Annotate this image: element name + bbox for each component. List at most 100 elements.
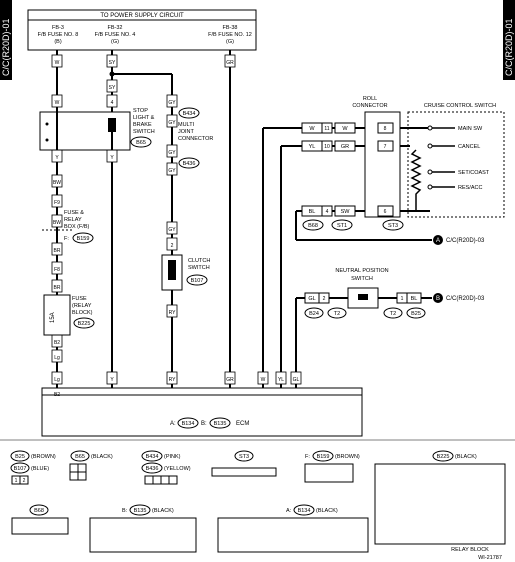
svg-text:BL: BL — [309, 209, 316, 215]
svg-text:(BROWN): (BROWN) — [335, 454, 360, 460]
svg-text:A:: A: — [286, 508, 292, 514]
svg-text:WI-21787: WI-21787 — [478, 555, 502, 561]
svg-text:W: W — [309, 126, 315, 132]
svg-text:BLOCK): BLOCK) — [72, 310, 93, 316]
svg-text:BW: BW — [53, 220, 61, 226]
svg-text:B107: B107 — [14, 466, 27, 472]
svg-text:B135: B135 — [214, 421, 227, 427]
svg-text:RY: RY — [169, 310, 177, 316]
svg-text:ST3: ST3 — [388, 223, 398, 229]
svg-text:CRUISE CONTROL SWITCH: CRUISE CONTROL SWITCH — [424, 103, 496, 109]
svg-text:10: 10 — [324, 144, 330, 150]
svg-text:CANCEL: CANCEL — [458, 144, 480, 150]
svg-text:C/C(R20D)-03: C/C(R20D)-03 — [446, 296, 485, 302]
svg-text:Lg: Lg — [54, 377, 60, 383]
legend: B25 (BROWN) B107 (BLUE) 1 2 B65 (BLACK) … — [10, 450, 506, 561]
svg-text:RELAY: RELAY — [64, 217, 82, 223]
svg-text:1: 1 — [401, 296, 404, 302]
svg-text:B225: B225 — [437, 454, 450, 460]
svg-text:(G): (G) — [111, 39, 119, 45]
col-connectors — [51, 54, 302, 385]
svg-text:(BROWN): (BROWN) — [31, 454, 56, 460]
svg-text:W: W — [261, 377, 266, 383]
svg-text:BRAKE: BRAKE — [133, 122, 152, 128]
svg-text:B25: B25 — [15, 454, 25, 460]
svg-text:F/B FUSE NO. 4: F/B FUSE NO. 4 — [95, 32, 136, 38]
svg-text:ROLL: ROLL — [363, 96, 377, 102]
svg-text:FUSE &: FUSE & — [64, 210, 84, 216]
ecm: A: B134 B: B135 ECM B2 W YL GL — [41, 377, 363, 437]
svg-text:W: W — [342, 126, 348, 132]
svg-text:SY: SY — [109, 60, 116, 66]
svg-text:B68: B68 — [34, 508, 44, 514]
svg-text:(BLACK): (BLACK) — [91, 454, 113, 460]
svg-text:CLUTCH: CLUTCH — [188, 258, 210, 264]
ref-a: A C/C(R20D)-03 — [433, 235, 485, 245]
svg-text:2: 2 — [171, 243, 174, 249]
svg-text:W: W — [55, 60, 60, 66]
svg-text:GY: GY — [168, 120, 176, 126]
svg-text:MAIN SW: MAIN SW — [458, 126, 483, 132]
svg-text:GR: GR — [226, 60, 234, 66]
svg-text:(YELLOW): (YELLOW) — [164, 466, 191, 472]
svg-text:6: 6 — [384, 209, 387, 215]
svg-text:ST3: ST3 — [239, 454, 249, 460]
svg-text:FB-32: FB-32 — [108, 25, 123, 31]
svg-text:GR: GR — [341, 144, 349, 150]
fuse-relay-box: FUSE & RELAY BOX (F/B) F: B159 — [42, 210, 94, 244]
svg-text:FB-38: FB-38 — [223, 25, 238, 31]
svg-text:RELAY BLOCK: RELAY BLOCK — [451, 547, 489, 553]
svg-text:F8: F8 — [54, 267, 60, 273]
svg-text:F/B FUSE NO. 12: F/B FUSE NO. 12 — [208, 32, 252, 38]
svg-text:B135: B135 — [134, 508, 147, 514]
svg-text:4: 4 — [111, 100, 114, 106]
svg-text:MULTI: MULTI — [178, 122, 195, 128]
svg-text:SWITCH: SWITCH — [133, 129, 155, 135]
svg-text:(PINK): (PINK) — [164, 454, 181, 460]
roll-connector: ROLL CONNECTOR W YL BL 11 10 4 W GR SW B… — [301, 96, 388, 231]
svg-text:F9: F9 — [54, 200, 60, 206]
svg-text:(BLACK): (BLACK) — [316, 508, 338, 514]
svg-text:BOX (F/B): BOX (F/B) — [64, 224, 90, 230]
svg-text:B: B — [436, 296, 440, 302]
svg-text:(BLUE): (BLUE) — [31, 466, 49, 472]
svg-text:Lg: Lg — [54, 355, 60, 361]
svg-text:SW: SW — [341, 209, 351, 215]
svg-text:NEUTRAL POSITION: NEUTRAL POSITION — [335, 268, 388, 274]
svg-text:Y: Y — [110, 377, 114, 383]
power-supply-box: TO POWER SUPPLY CIRCUIT FB-3 F/B FUSE NO… — [27, 9, 257, 51]
svg-text:LIGHT &: LIGHT & — [133, 115, 155, 121]
svg-text:4: 4 — [326, 209, 329, 215]
fuse-relay-block: 15A FUSE (RELAY BLOCK) B225 — [43, 294, 95, 336]
svg-text:GL: GL — [308, 296, 315, 302]
left-side-tag: C/C(R20D)-01 — [0, 0, 12, 80]
svg-text:B436: B436 — [146, 466, 159, 472]
svg-text:GY: GY — [168, 150, 176, 156]
svg-text:BW: BW — [53, 180, 61, 186]
svg-text:(G): (G) — [226, 39, 234, 45]
svg-text:SY: SY — [109, 85, 116, 91]
svg-text:BL: BL — [411, 296, 418, 302]
svg-text:SWITCH: SWITCH — [188, 265, 210, 271]
svg-text:C/C(R20D)-01: C/C(R20D)-01 — [504, 18, 514, 76]
svg-text:RY: RY — [169, 377, 177, 383]
power-supply-title: TO POWER SUPPLY CIRCUIT — [100, 13, 184, 19]
svg-text:YL: YL — [278, 377, 284, 383]
svg-text:8: 8 — [384, 126, 387, 132]
svg-text:(B): (B) — [54, 39, 62, 45]
svg-text:B436: B436 — [183, 161, 196, 167]
svg-text:ST1: ST1 — [337, 223, 347, 229]
svg-text:B225: B225 — [78, 321, 91, 327]
svg-text:GY: GY — [168, 100, 176, 106]
svg-text:FUSE: FUSE — [72, 296, 87, 302]
clutch-switch: CLUTCH SWITCH B107 — [161, 254, 210, 291]
svg-text:CONNECTOR: CONNECTOR — [178, 136, 213, 142]
cruise-control-switch: CRUISE CONTROL SWITCH 8 7 6 MAIN SW CANC… — [364, 103, 505, 231]
svg-text:A:: A: — [170, 421, 176, 427]
svg-text:(RELAY: (RELAY — [72, 303, 92, 309]
svg-text:FB-3: FB-3 — [52, 25, 64, 31]
svg-text:B68: B68 — [308, 223, 318, 229]
right-side-tag: C/C(R20D)-01 — [503, 0, 515, 80]
svg-text:B65: B65 — [136, 140, 146, 146]
svg-text:2: 2 — [323, 296, 326, 302]
